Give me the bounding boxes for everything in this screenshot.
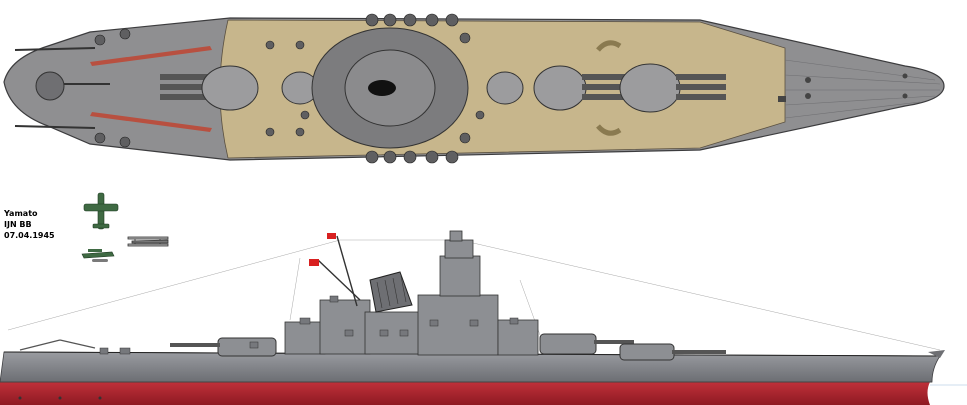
plan-secondary-fore	[486, 71, 524, 105]
plan-tub-1	[596, 40, 622, 52]
side-portholes	[18, 396, 102, 400]
side-pagoda-mast	[439, 230, 481, 297]
side-funnel-lines	[376, 275, 407, 309]
plan-turret-aft	[160, 65, 259, 111]
plan-anchor-gear	[778, 73, 908, 102]
plan-view	[3, 13, 945, 164]
side-flag-1	[327, 233, 336, 239]
side-flag-2	[309, 259, 319, 266]
aircraft-plan-icon	[83, 192, 119, 230]
side-hull-red	[0, 382, 930, 405]
side-superstructure	[284, 294, 539, 356]
plan-turret-fore-1	[533, 65, 628, 111]
plan-red-strip-bottom	[90, 112, 212, 132]
side-bow	[928, 350, 945, 358]
ship-caption: Yamato IJN BB 07.04.1945	[4, 208, 55, 241]
side-turret-fore-2	[619, 343, 726, 361]
plan-red-strip-top	[90, 46, 212, 66]
aircraft-group	[81, 192, 169, 262]
ship-type-label: IJN BB	[4, 220, 32, 229]
plan-aa-mounts	[94, 13, 485, 164]
plan-tub-2	[596, 124, 622, 136]
aircraft-seaplane-icon	[81, 249, 115, 262]
plan-bow-lines	[784, 59, 941, 119]
side-view	[0, 230, 967, 405]
side-aa-details	[99, 295, 519, 355]
ship-date-label: 07.04.1945	[4, 231, 55, 240]
ship-name-label: Yamato	[4, 209, 38, 218]
side-crane	[19, 339, 96, 351]
plan-funnel-cap	[368, 80, 396, 96]
side-funnel	[369, 271, 413, 313]
side-turret-fore-1	[539, 333, 634, 355]
plan-turret-fore-2	[619, 63, 726, 113]
side-hull-grey	[0, 351, 941, 383]
plan-crane	[35, 71, 65, 101]
aircraft-biplane-icon	[127, 236, 169, 247]
side-aft-mast	[317, 235, 361, 307]
side-turret-aft	[170, 337, 277, 357]
